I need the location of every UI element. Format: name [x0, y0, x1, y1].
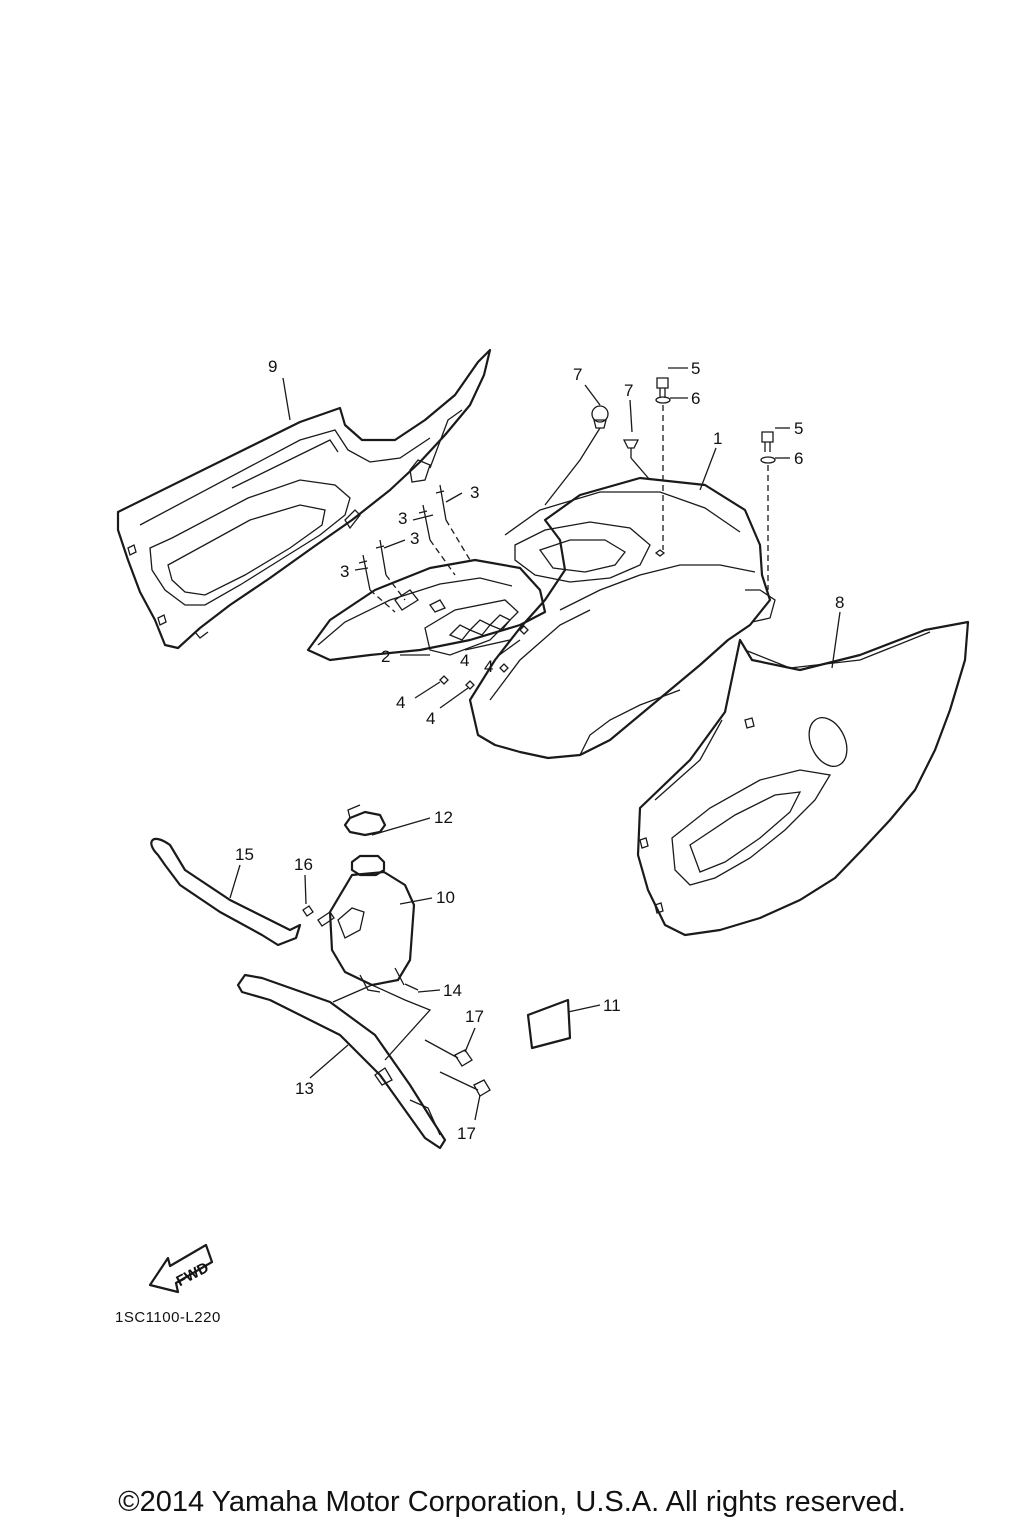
- callout-8: 8: [835, 593, 844, 612]
- front-fender-part: [468, 476, 776, 760]
- left-side-cover-part: [116, 348, 492, 650]
- callout-3: 3: [410, 529, 419, 548]
- forward-direction-indicator: FWD: [148, 1243, 214, 1294]
- warning-label-part: [526, 998, 572, 1050]
- callout-4: 4: [484, 657, 493, 676]
- callout-3: 3: [398, 509, 407, 528]
- callout-6: 6: [691, 389, 700, 408]
- callout-2: 2: [381, 647, 390, 666]
- callout-13: 13: [295, 1079, 314, 1098]
- callout-10: 10: [436, 888, 455, 907]
- fwd-label: FWD: [174, 1259, 212, 1290]
- callout-17: 17: [465, 1007, 484, 1026]
- callout-7: 7: [573, 365, 582, 384]
- upper-hose-part: [150, 837, 302, 947]
- screws-and-fasteners: [358, 377, 776, 690]
- callout-4: 4: [426, 709, 435, 728]
- right-side-cover-part: [636, 620, 970, 937]
- callout-1: 1: [713, 429, 722, 448]
- callout-6: 6: [794, 449, 803, 468]
- diagram-reference-code: 1SC1100-L220: [115, 1309, 221, 1326]
- callout-4: 4: [396, 693, 405, 712]
- coolant-reservoir-part: [302, 804, 432, 1061]
- callout-labels: 1 2 3 3 3 3 4 4 4 4 5 5 6 6 7 7 8 9 10 1…: [235, 357, 844, 1143]
- callout-12: 12: [434, 808, 453, 827]
- callout-3: 3: [340, 562, 349, 581]
- copyright-notice: ©2014 Yamaha Motor Corporation, U.S.A. A…: [118, 1486, 906, 1518]
- callout-14: 14: [443, 981, 462, 1000]
- callout-5: 5: [794, 419, 803, 438]
- callout-4: 4: [460, 651, 469, 670]
- lower-hose-part: [236, 973, 447, 1150]
- callout-3: 3: [470, 483, 479, 502]
- callout-11: 11: [603, 996, 621, 1015]
- callout-17: 17: [457, 1124, 476, 1143]
- mounting-bolts: [424, 1039, 491, 1097]
- callout-15: 15: [235, 845, 254, 864]
- leader-lines: [229, 367, 841, 1121]
- callout-9: 9: [268, 357, 277, 376]
- callout-16: 16: [294, 855, 313, 874]
- tray-bracket-part: [306, 558, 547, 662]
- callout-5: 5: [691, 359, 700, 378]
- callout-7: 7: [624, 381, 633, 400]
